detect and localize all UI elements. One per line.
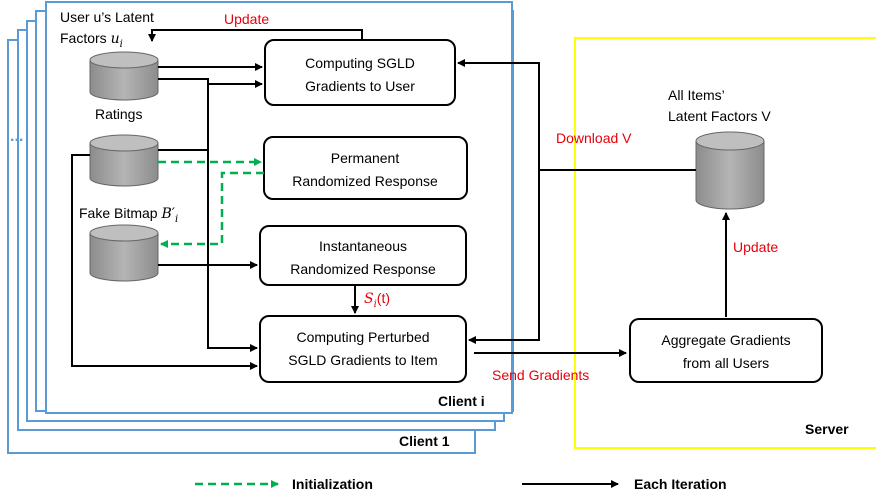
ratings-to-item-arrow <box>71 154 258 370</box>
server-frame <box>574 37 876 449</box>
all-items-store <box>695 131 765 210</box>
permanent-rr-box: Permanent Randomized Response <box>263 136 468 200</box>
svg-text:Aggregate Gradients: Aggregate Gradients <box>661 332 790 348</box>
svg-text:Computing SGLD: Computing SGLD <box>305 55 415 71</box>
all-items-label-line2: Latent Factors V <box>668 108 771 124</box>
download-to-sgld-user-arrow <box>457 59 540 170</box>
svg-text:from all Users: from all Users <box>683 355 769 371</box>
sgld-item-box: Computing Perturbed SGLD Gradients to It… <box>259 315 467 383</box>
sgld-user-box: Computing SGLD Gradients to User <box>264 39 456 106</box>
s-i-t-label: Si(t) <box>364 290 390 310</box>
flow-arrows <box>71 29 730 370</box>
svg-text:SGLD Gradients to Item: SGLD Gradients to Item <box>288 352 437 368</box>
legend-init-label: Initialization <box>292 476 373 492</box>
update-server-label: Update <box>733 239 778 255</box>
legend: Initialization Each Iteration <box>195 476 727 492</box>
user-factors-store <box>89 51 159 101</box>
fake-bitmap-label: Fake Bitmap B′i <box>79 205 178 225</box>
client-1-label: Client 1 <box>399 433 450 449</box>
svg-text:Computing Perturbed: Computing Perturbed <box>296 329 429 345</box>
download-to-sgld-item-arrow <box>468 170 540 344</box>
user-to-item-arrow <box>158 78 258 352</box>
user-factors-label-line2: Factors ui <box>60 30 123 50</box>
fake-bitmap-store <box>89 224 159 282</box>
update-user-arrow <box>148 29 363 42</box>
download-v-label: Download V <box>556 130 632 146</box>
server-label: Server <box>805 421 849 437</box>
ratings-label: Ratings <box>95 106 142 122</box>
send-gradients-label: Send Gradients <box>492 367 589 383</box>
init-arrows <box>158 158 264 248</box>
svg-text:Randomized Response: Randomized Response <box>290 261 436 277</box>
update-user-label: Update <box>224 11 269 27</box>
svg-text:Gradients to User: Gradients to User <box>305 78 415 94</box>
svg-text:Instantaneous: Instantaneous <box>319 238 407 254</box>
legend-iter-label: Each Iteration <box>634 476 727 492</box>
aggregate-box: Aggregate Gradients from all Users <box>629 318 823 383</box>
client-ellipsis: ... <box>10 128 23 145</box>
user-factors-label-line1: User u’s Latent <box>60 9 154 25</box>
prr-to-bitmap-arrow <box>160 171 264 248</box>
ratings-store <box>89 134 159 187</box>
instantaneous-rr-box: Instantaneous Randomized Response <box>259 225 467 286</box>
all-items-label-line1: All Items’ <box>668 87 725 103</box>
svg-text:Randomized Response: Randomized Response <box>292 173 438 189</box>
client-i-label: Client i <box>438 393 485 409</box>
svg-text:Permanent: Permanent <box>331 150 400 166</box>
